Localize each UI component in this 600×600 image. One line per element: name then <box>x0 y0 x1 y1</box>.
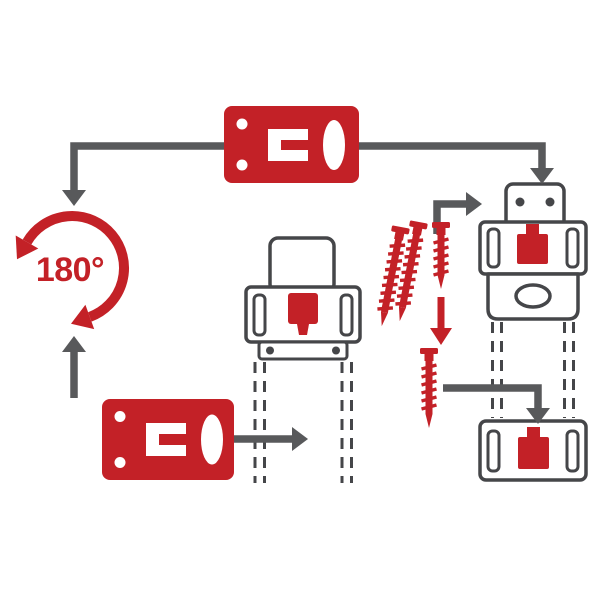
red-clip-tongue <box>526 224 539 236</box>
red-clip <box>288 293 318 324</box>
rotation-arc <box>22 211 129 322</box>
plate-hole <box>114 411 126 422</box>
clip-channel-cutout <box>268 129 308 161</box>
plate-hole <box>114 457 126 468</box>
rotation-arrowhead-top-icon <box>15 235 39 260</box>
arrowhead-up-icon <box>62 336 86 352</box>
connector-top-left <box>70 142 224 190</box>
rotation-indicator: 180° <box>15 211 129 330</box>
connector-screw-to-lower-bracket <box>443 384 542 408</box>
keyhole-cutout <box>201 414 223 465</box>
assembly-arrows <box>62 142 554 451</box>
arrowhead-right-icon <box>466 192 482 216</box>
plate-hole <box>236 118 248 130</box>
mounting-plate-rotated <box>102 399 234 480</box>
screw-hole <box>545 197 555 207</box>
side-slot-left <box>252 293 267 337</box>
plate-body <box>224 106 359 183</box>
screw-lower <box>418 346 440 430</box>
side-slot-left <box>486 429 501 473</box>
hanger-tab <box>268 236 336 294</box>
arrowhead-down-icon <box>526 408 550 424</box>
keyhole-cutout <box>323 120 345 170</box>
plate-hole <box>236 159 248 171</box>
screw-hole <box>266 346 274 355</box>
side-slot-left <box>486 227 501 269</box>
wall-bracket-right <box>478 182 588 482</box>
screw-hole <box>515 197 525 207</box>
arrowhead-down-icon <box>62 190 86 206</box>
arrowhead-down-icon <box>530 168 554 184</box>
wall-bracket-center <box>244 236 362 483</box>
screw-tilted-1 <box>371 223 412 330</box>
screw-flange <box>257 340 349 361</box>
red-clip-tongue <box>527 427 540 439</box>
insert-arrowhead-down-icon <box>430 328 452 345</box>
red-clip <box>518 437 549 469</box>
mounting-screws <box>371 218 452 430</box>
red-clip-tongue <box>297 324 309 335</box>
arrowhead-right-icon <box>292 427 308 451</box>
plate-body <box>102 399 234 480</box>
connector-top-right <box>359 142 546 168</box>
rotation-arrowhead-bottom-icon <box>71 304 95 330</box>
keyhole-oval <box>514 283 552 309</box>
red-clip <box>517 234 548 264</box>
mounting-plate-top <box>224 106 359 183</box>
clip-channel-cutout <box>146 423 186 456</box>
side-slot-right <box>565 227 580 269</box>
side-slot-right <box>565 429 580 473</box>
side-slot-right <box>339 293 354 337</box>
rotation-label: 180° <box>36 251 104 289</box>
screw-hole <box>332 346 340 355</box>
